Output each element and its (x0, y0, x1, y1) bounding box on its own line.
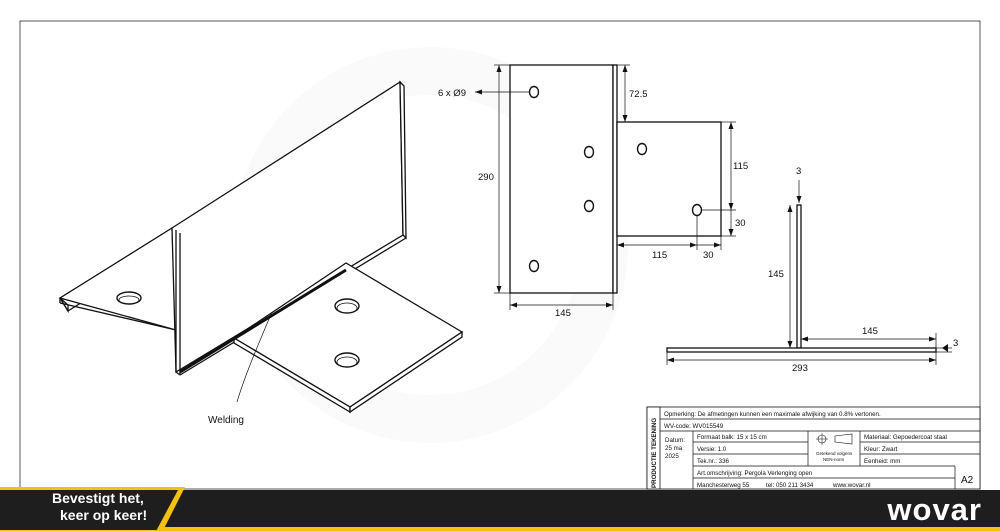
tb-unit: Eenheid: mm (864, 458, 900, 465)
side-horizontal-leg (666, 347, 937, 353)
footer-accent-stripe (0, 527, 1000, 531)
tb-phone: tel: 050 211 3434 (766, 482, 814, 489)
side-view: 3 145 145 3 293 (666, 166, 958, 374)
dim-115-vertical: 115 (733, 161, 748, 172)
tb-format: Formaat balk: 15 x 15 cm (697, 434, 767, 441)
tb-drawing-nr: Tek.nr.: 336 (697, 458, 730, 465)
tb-norm-1: Getekend volgens (816, 451, 853, 456)
sheet-border (19, 20, 981, 490)
slogan-line-1: Bevestigt het, (52, 490, 144, 506)
welding-leader (236, 311, 273, 403)
front-side-plate (616, 121, 722, 237)
brand-logo: wovar (887, 492, 982, 527)
dim-145-front: 145 (555, 308, 571, 319)
tb-date-value-2: 2025 (665, 453, 679, 460)
tb-wv-code: WV-code: WV015549 (664, 423, 724, 430)
front-hole-4 (528, 259, 540, 273)
tb-note: Opmerking: De afmetingen kunnen een maxi… (664, 411, 881, 418)
dim-290: 290 (478, 172, 494, 183)
front-hole-6 (691, 203, 703, 217)
title-block: PRODUCTIE TEKENING Opmerking: De afmetin… (646, 406, 981, 490)
tb-norm-2: NEN-norm (823, 457, 845, 462)
dim-145-side-vertical: 145 (768, 269, 784, 280)
isometric-view: Welding (58, 80, 464, 426)
tb-website: www.wovar.nl (832, 482, 870, 489)
front-hole-5 (636, 142, 648, 156)
dim-293: 293 (792, 363, 808, 374)
tb-color: Kleur: Zwart (864, 446, 898, 453)
tb-date-label: Datum: (665, 437, 685, 444)
front-vertical-plate (509, 64, 614, 294)
dim-3-right: 3 (953, 338, 958, 349)
dim-30-vertical: 30 (735, 218, 746, 229)
dim-30-horizontal: 30 (703, 250, 714, 261)
tb-sheet-size: A2 (961, 475, 974, 486)
dim-145-side-horizontal: 145 (862, 326, 878, 337)
tb-address: Manchesterweg 55 (697, 482, 750, 489)
weld-seam (179, 268, 347, 374)
front-view: 6 x Ø9 290 145 72.5 115 30 (438, 64, 748, 319)
front-hole-3 (583, 199, 595, 213)
front-hole-1 (528, 85, 540, 99)
production-drawing-label: PRODUCTIE TEKENING (651, 418, 658, 488)
tb-version: Versie: 1.0 (697, 446, 727, 453)
holes-label: 6 x Ø9 (438, 88, 466, 99)
welding-label: Welding (208, 415, 244, 426)
dim-115-horizontal: 115 (652, 250, 667, 261)
side-vertical-leg (796, 204, 802, 349)
tb-date-value-1: 25 ma (665, 445, 683, 452)
front-hole-2 (583, 145, 595, 159)
tb-description: Art.omschrijving: Pergola Verlenging ope… (697, 470, 813, 477)
projection-symbol-icon (816, 433, 853, 445)
dim-3-top: 3 (796, 166, 801, 177)
slogan-line-2: keer op keer! (60, 507, 148, 523)
dim-72-5: 72.5 (629, 89, 648, 100)
tb-material: Materiaal: Gepoedercoat staal (864, 434, 947, 441)
slogan-panel (0, 490, 178, 530)
